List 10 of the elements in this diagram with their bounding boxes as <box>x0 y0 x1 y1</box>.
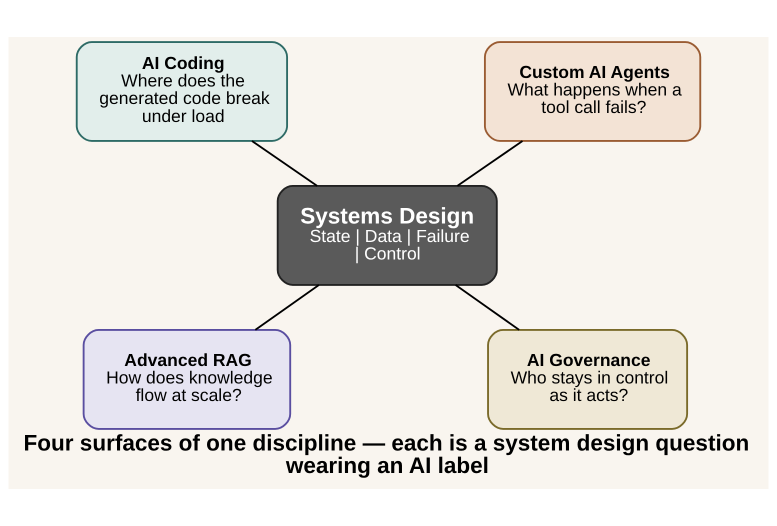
connector <box>254 284 320 331</box>
node-box: Advanced RAG How does knowledge flow at scale? <box>82 329 292 430</box>
node-box: Custom AI Agents What happens when a tool call fails? <box>484 41 702 142</box>
caption: Four surfaces of one discipline — each is a system design question wearing an AI label <box>24 430 750 478</box>
node-box: AI Coding Where does the generated code break under load <box>76 41 288 142</box>
connector <box>251 140 318 187</box>
connector <box>456 140 524 187</box>
node-box: Systems Design State | Data | Failure | Control <box>276 185 498 286</box>
node-box: AI Governance Who stays in control as it acts? <box>487 329 688 430</box>
connector <box>455 284 520 331</box>
